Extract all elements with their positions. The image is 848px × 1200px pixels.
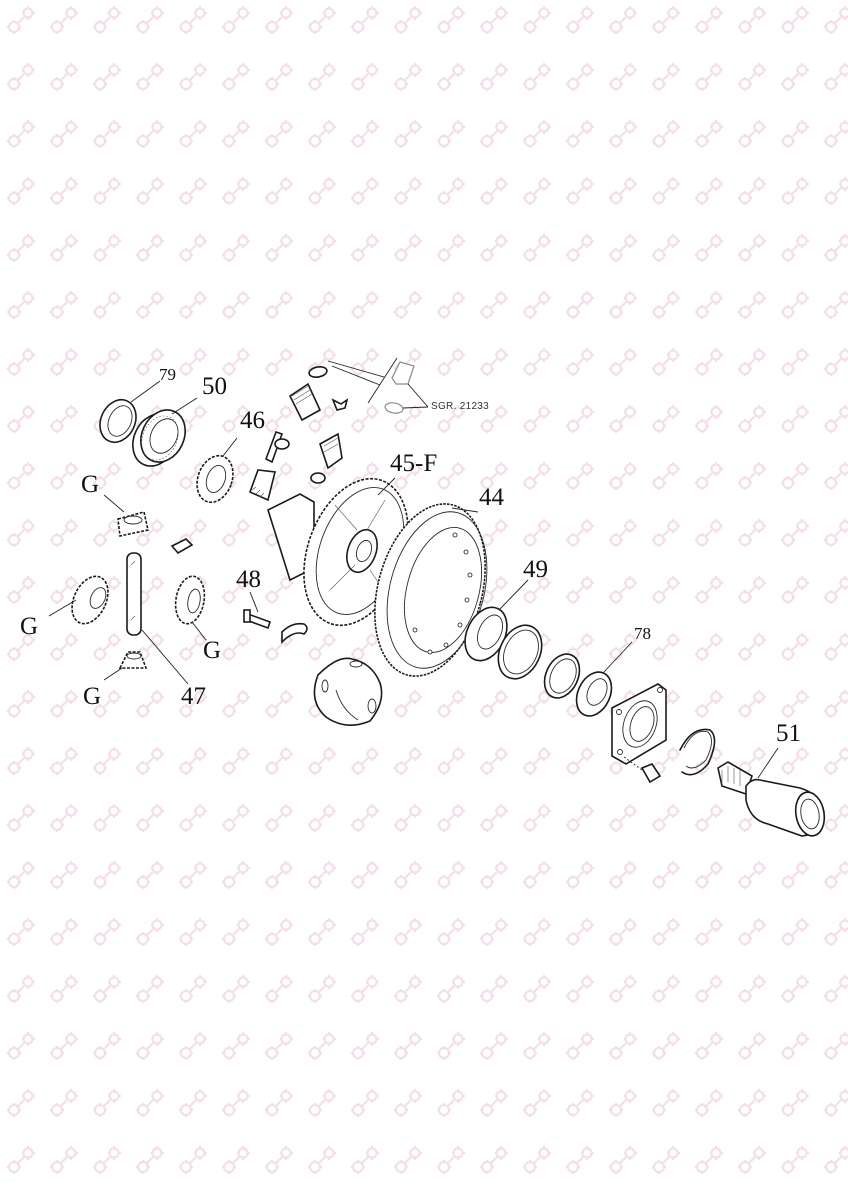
label-G-bottom: G <box>83 683 102 710</box>
part-G-gears <box>48 494 207 685</box>
part-upper-small-parts <box>288 366 349 484</box>
label-G-right: G <box>203 637 222 664</box>
label-79: 79 <box>159 365 176 384</box>
label-48: 48 <box>236 566 261 593</box>
label-G-top: G <box>81 471 100 498</box>
part-50-bearing <box>132 397 198 467</box>
sgr-reference-bracket <box>327 357 429 414</box>
part-48-bolt <box>243 591 308 644</box>
label-45F: 45-F <box>390 450 438 477</box>
label-78: 78 <box>634 624 651 643</box>
part-78-bearing <box>575 641 633 717</box>
label-49: 49 <box>523 556 548 583</box>
label-51: 51 <box>776 720 801 747</box>
part-49-bearing <box>464 579 581 699</box>
part-carrier-yoke <box>313 657 383 726</box>
label-G-left: G <box>20 613 39 640</box>
label-50: 50 <box>202 373 227 400</box>
part-51-output-shaft <box>717 747 826 837</box>
part-46-gear <box>196 437 238 504</box>
part-79-seal <box>99 380 161 443</box>
part-44-ring-gear <box>374 503 488 677</box>
part-flange-plate <box>611 683 716 784</box>
label-sgr-reference: SGR. 21233 <box>431 401 490 412</box>
label-44: 44 <box>479 484 504 511</box>
label-47: 47 <box>181 683 206 710</box>
label-46: 46 <box>240 407 265 434</box>
part-pinion-shaft <box>248 430 290 502</box>
